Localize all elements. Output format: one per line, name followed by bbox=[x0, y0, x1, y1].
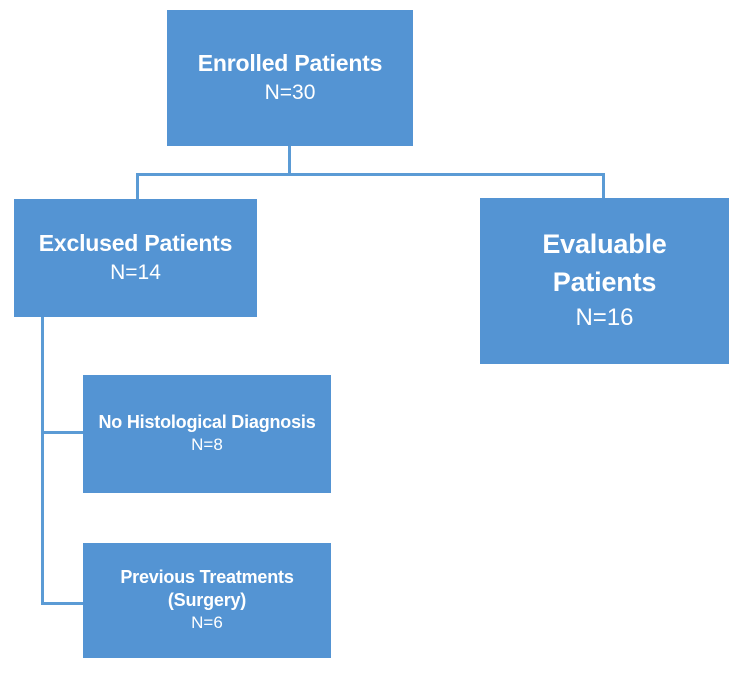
previous-treatments-box: Previous Treatments (Surgery) N=6 bbox=[83, 543, 331, 658]
connector-excluded-down bbox=[41, 317, 44, 605]
previous-treatments-title: Previous Treatments (Surgery) bbox=[120, 566, 293, 613]
connector-to-excluded bbox=[136, 173, 139, 200]
enrolled-patients-title: Enrolled Patients bbox=[197, 50, 383, 77]
connector-split-horizontal bbox=[136, 173, 605, 176]
evaluable-patients-box: Evaluable Patients N=16 bbox=[480, 198, 729, 364]
connector-to-previous-treatments bbox=[41, 602, 83, 605]
excluded-patients-count: N=14 bbox=[110, 260, 161, 284]
previous-treatments-title-line1: Previous Treatments bbox=[120, 566, 294, 587]
excluded-patients-box: Exclused Patients N=14 bbox=[14, 199, 257, 317]
evaluable-patients-title-line2: Patients bbox=[552, 266, 657, 297]
previous-treatments-count: N=6 bbox=[191, 613, 223, 633]
no-histological-diagnosis-title: No Histological Diagnosis bbox=[98, 411, 316, 432]
connector-to-evaluable bbox=[602, 173, 605, 199]
no-histological-diagnosis-count: N=8 bbox=[191, 435, 223, 455]
enrolled-patients-box: Enrolled Patients N=30 bbox=[167, 10, 413, 146]
no-histological-diagnosis-box: No Histological Diagnosis N=8 bbox=[83, 375, 331, 493]
evaluable-patients-title: Evaluable Patients bbox=[542, 226, 666, 302]
evaluable-patients-title-line1: Evaluable bbox=[542, 228, 667, 259]
excluded-patients-title: Exclused Patients bbox=[38, 229, 233, 256]
connector-enrolled-down bbox=[288, 146, 291, 175]
connector-to-no-histological bbox=[41, 431, 83, 434]
previous-treatments-title-line2: (Surgery) bbox=[167, 590, 247, 611]
enrolled-patients-count: N=30 bbox=[264, 81, 316, 105]
evaluable-patients-count: N=16 bbox=[575, 304, 634, 332]
